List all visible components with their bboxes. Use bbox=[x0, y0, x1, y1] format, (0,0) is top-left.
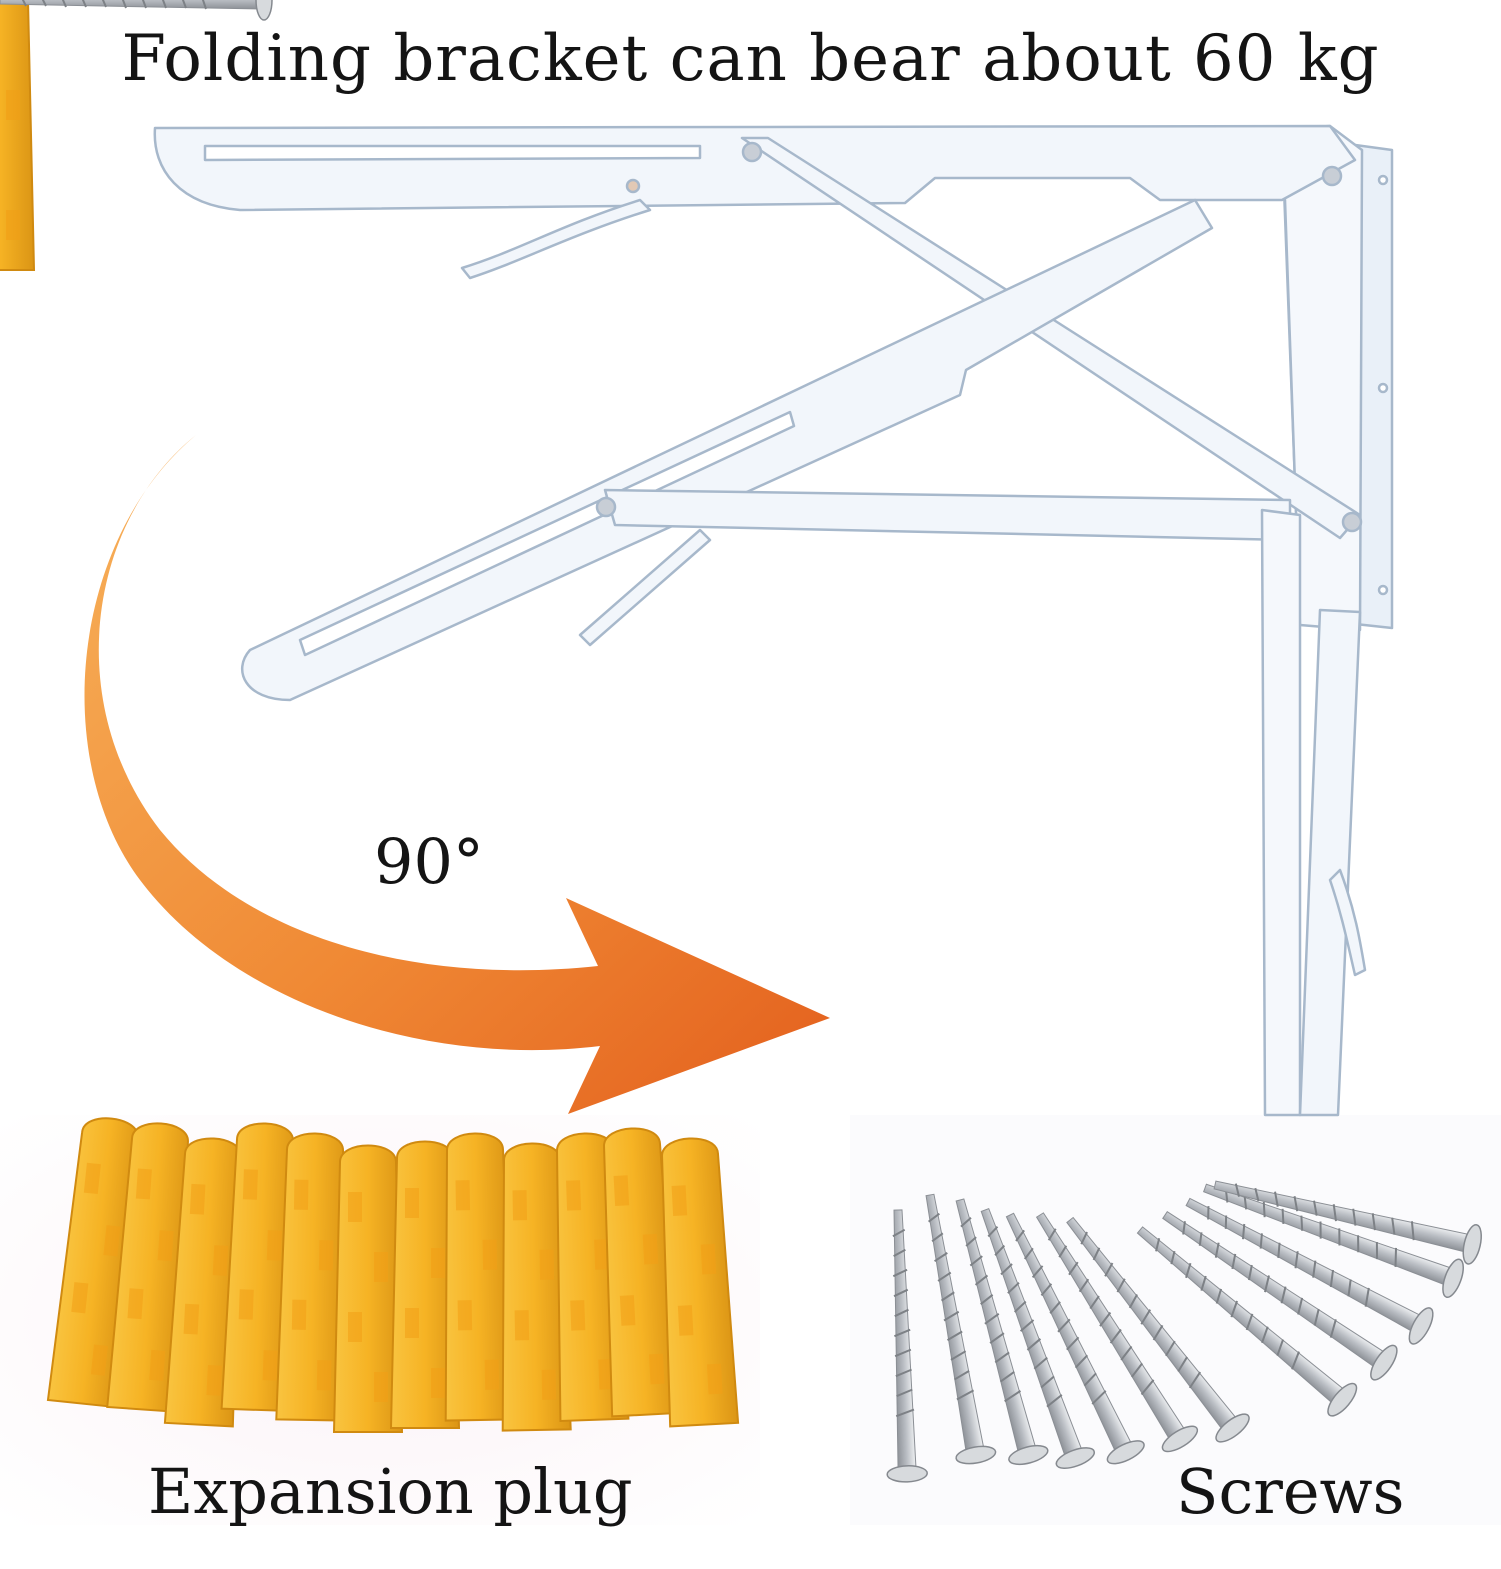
folding-bracket bbox=[153, 124, 1394, 1117]
angle-label: 90° bbox=[374, 825, 484, 898]
expansion-plugs-image bbox=[0, 0, 740, 1433]
headline: Folding bracket can bear about 60 kg bbox=[121, 22, 1380, 96]
expansion-plug-label: Expansion plug bbox=[148, 1455, 633, 1528]
screws-image bbox=[0, 0, 1486, 1484]
screws-label: Screws bbox=[1176, 1455, 1405, 1528]
rotation-arrow-icon bbox=[84, 435, 830, 1114]
